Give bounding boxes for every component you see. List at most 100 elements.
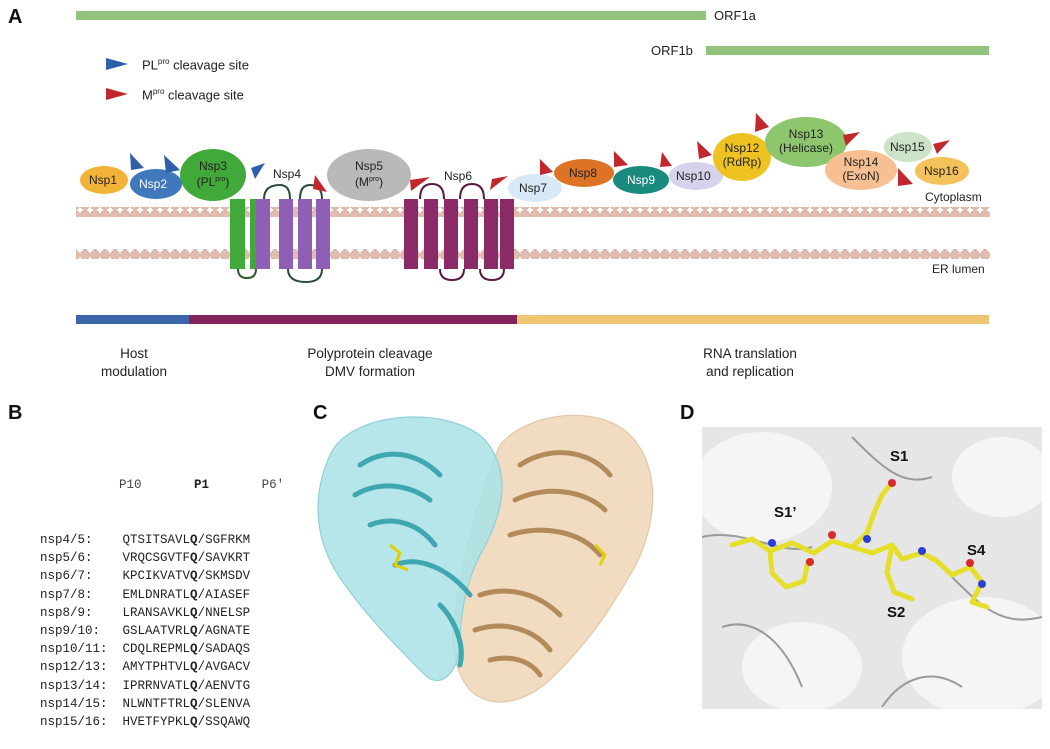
sequence-row: nsp6/7: KPCIKVATVQ/SKMSDV <box>40 567 284 585</box>
nsp13-label-line2: (Helicase) <box>778 141 833 155</box>
sequence-row-name: nsp15/16: <box>40 715 108 730</box>
sequence-row-post: /SAVKRT <box>197 551 251 566</box>
er-lumen-label: ER lumen <box>932 262 985 276</box>
nsp13-label-line1: Nsp13 <box>788 127 824 141</box>
pocket-label-s1-prime: S1’ <box>774 504 797 521</box>
plpro-cleavage-icon <box>251 163 265 179</box>
legend-mpro: Mpro cleavage site <box>142 87 244 102</box>
sequence-row-post: /AENVTG <box>197 678 251 693</box>
nsp5-blob <box>327 149 411 201</box>
ligand-heteroatoms <box>768 479 986 588</box>
sequence-row-name: nsp12/13: <box>40 660 108 675</box>
sequence-row-post: /SADAQS <box>197 642 251 657</box>
legend-mpro-rest: cleavage site <box>164 87 244 103</box>
ligand-sticks <box>729 482 990 610</box>
legend-mpro-base: M <box>142 87 153 103</box>
sequence-row-pre: LRANSAVKL <box>122 605 191 620</box>
sequence-row-post: /SLENVA <box>197 696 251 711</box>
panel-a-label: A <box>8 6 23 28</box>
nsp14-label-line1: Nsp14 <box>843 155 879 169</box>
polyprotein-line2: DMV formation <box>324 364 416 379</box>
legend-plpro-base: PL <box>142 57 158 73</box>
sequence-header: P10 P1 P6′ <box>40 476 284 494</box>
nsp2-blob <box>130 169 182 199</box>
sequence-row-name: nsp14/15: <box>40 696 108 711</box>
rna-replication-line1: RNA translation <box>703 346 797 361</box>
nsp3-pro-sup: pro <box>215 176 226 183</box>
sequence-row-pre: CDQLREPML <box>122 642 191 657</box>
nsp10-label: Nsp10 <box>676 169 711 183</box>
nsp3-label-line2: (PLpro) <box>188 173 238 189</box>
panel-b-label: B <box>8 402 23 424</box>
legend-plpro-sup: pro <box>157 57 170 66</box>
nsp5-label: Nsp5 (Mpro) <box>340 159 398 189</box>
sequence-row: nsp7/8: EMLDNRATLQ/AIASEF <box>40 586 284 604</box>
nsp13-label: Nsp13 (Helicase) <box>771 127 841 155</box>
nsp6-label: Nsp6 <box>444 169 473 183</box>
sequence-row-post: /AIASEF <box>197 587 251 602</box>
rna-replication-bar <box>517 315 989 324</box>
sequence-row-p1: Q <box>190 715 198 730</box>
legend-plpro-rest: cleavage site <box>169 57 249 73</box>
sequence-row-p1: Q <box>190 624 198 639</box>
mpro-cleavage-icon <box>410 177 430 191</box>
sequence-row: nsp12/13: AMYTPHTVLQ/AVGACV <box>40 658 284 676</box>
sequence-row-p1: Q <box>190 551 198 566</box>
membrane-diagram <box>76 113 990 284</box>
polyprotein-line1: Polyprotein cleavage <box>307 346 433 361</box>
nsp12-label-line2: (RdRp) <box>722 155 762 169</box>
pocket-label-s4: S4 <box>967 542 986 559</box>
sequence-row-pre: IPRRNVATL <box>122 678 191 693</box>
plpro-cleavage-icon <box>164 155 180 173</box>
sequence-row: nsp8/9: LRANSAVKLQ/NNELSP <box>40 604 284 622</box>
sequence-row-p1: Q <box>190 660 198 675</box>
mpro-cleavage-icon <box>313 175 327 192</box>
mpro-cleavage-icon <box>843 132 860 146</box>
sequence-row-post: /AVGACV <box>197 660 251 675</box>
sequence-row-name: nsp5/6: <box>40 551 93 566</box>
host-modulation-bar <box>76 315 189 324</box>
mpro-dimer-structure <box>317 414 654 703</box>
nsp9-label: Nsp9 <box>627 173 656 187</box>
rna-replication-label: RNA translation and replication <box>660 345 840 381</box>
ligand-left <box>389 543 409 572</box>
legend-plpro: PLpro cleavage site <box>142 57 249 72</box>
nsp16-label: Nsp16 <box>924 164 959 178</box>
legend-mpro-sup: pro <box>152 87 165 96</box>
sequence-row: nsp10/11: CDQLREPMLQ/SADAQS <box>40 640 284 658</box>
sequence-row-p1: Q <box>190 605 198 620</box>
sequence-row-name: nsp13/14: <box>40 678 108 693</box>
nsp14-blob <box>825 150 897 190</box>
nsp15-label: Nsp15 <box>890 140 925 154</box>
sequence-row-pre: NLWNTFTRL <box>122 696 191 711</box>
polyprotein-bar <box>189 315 517 324</box>
pocket-label-s1: S1 <box>890 448 908 465</box>
sequence-row: nsp4/5: QTSITSAVLQ/SGFRKM <box>40 531 284 549</box>
lipid-outer-row <box>76 207 990 217</box>
nsp3-label: Nsp3 (PLpro) <box>188 159 238 189</box>
sequence-row-name: nsp7/8: <box>40 587 93 602</box>
nsp12-label-line1: Nsp12 <box>724 141 760 155</box>
orf1b-bar <box>706 46 989 55</box>
sequence-row-post: /AGNATE <box>197 624 251 639</box>
nsp3-close-paren: ) <box>225 175 230 189</box>
nsp8-label: Nsp8 <box>569 166 598 180</box>
nsp1-label: Nsp1 <box>89 173 118 187</box>
nsp8-blob <box>554 159 614 187</box>
sequence-row-post: /SGFRKM <box>197 533 251 548</box>
nsp5-m-text: (M <box>354 175 369 189</box>
orf1a-label: ORF1a <box>714 8 756 23</box>
pocket-label-s2: S2 <box>887 604 905 621</box>
pocket-surface-shading <box>702 432 1042 709</box>
mpro-cleavage-icon <box>697 141 712 159</box>
sequence-row-p1: Q <box>190 533 198 548</box>
panel-c-label: C <box>313 402 328 424</box>
host-modulation-line1: Host <box>120 346 148 361</box>
sequence-row-name: nsp8/9: <box>40 605 93 620</box>
sequence-row-p1: Q <box>190 696 198 711</box>
header-p1: P1 <box>194 478 210 493</box>
sequence-row-name: nsp4/5: <box>40 533 93 548</box>
mpro-cleavage-icon <box>660 152 672 167</box>
mpro-cleavage-icon <box>755 113 769 132</box>
cytoplasm-label: Cytoplasm <box>925 190 982 204</box>
